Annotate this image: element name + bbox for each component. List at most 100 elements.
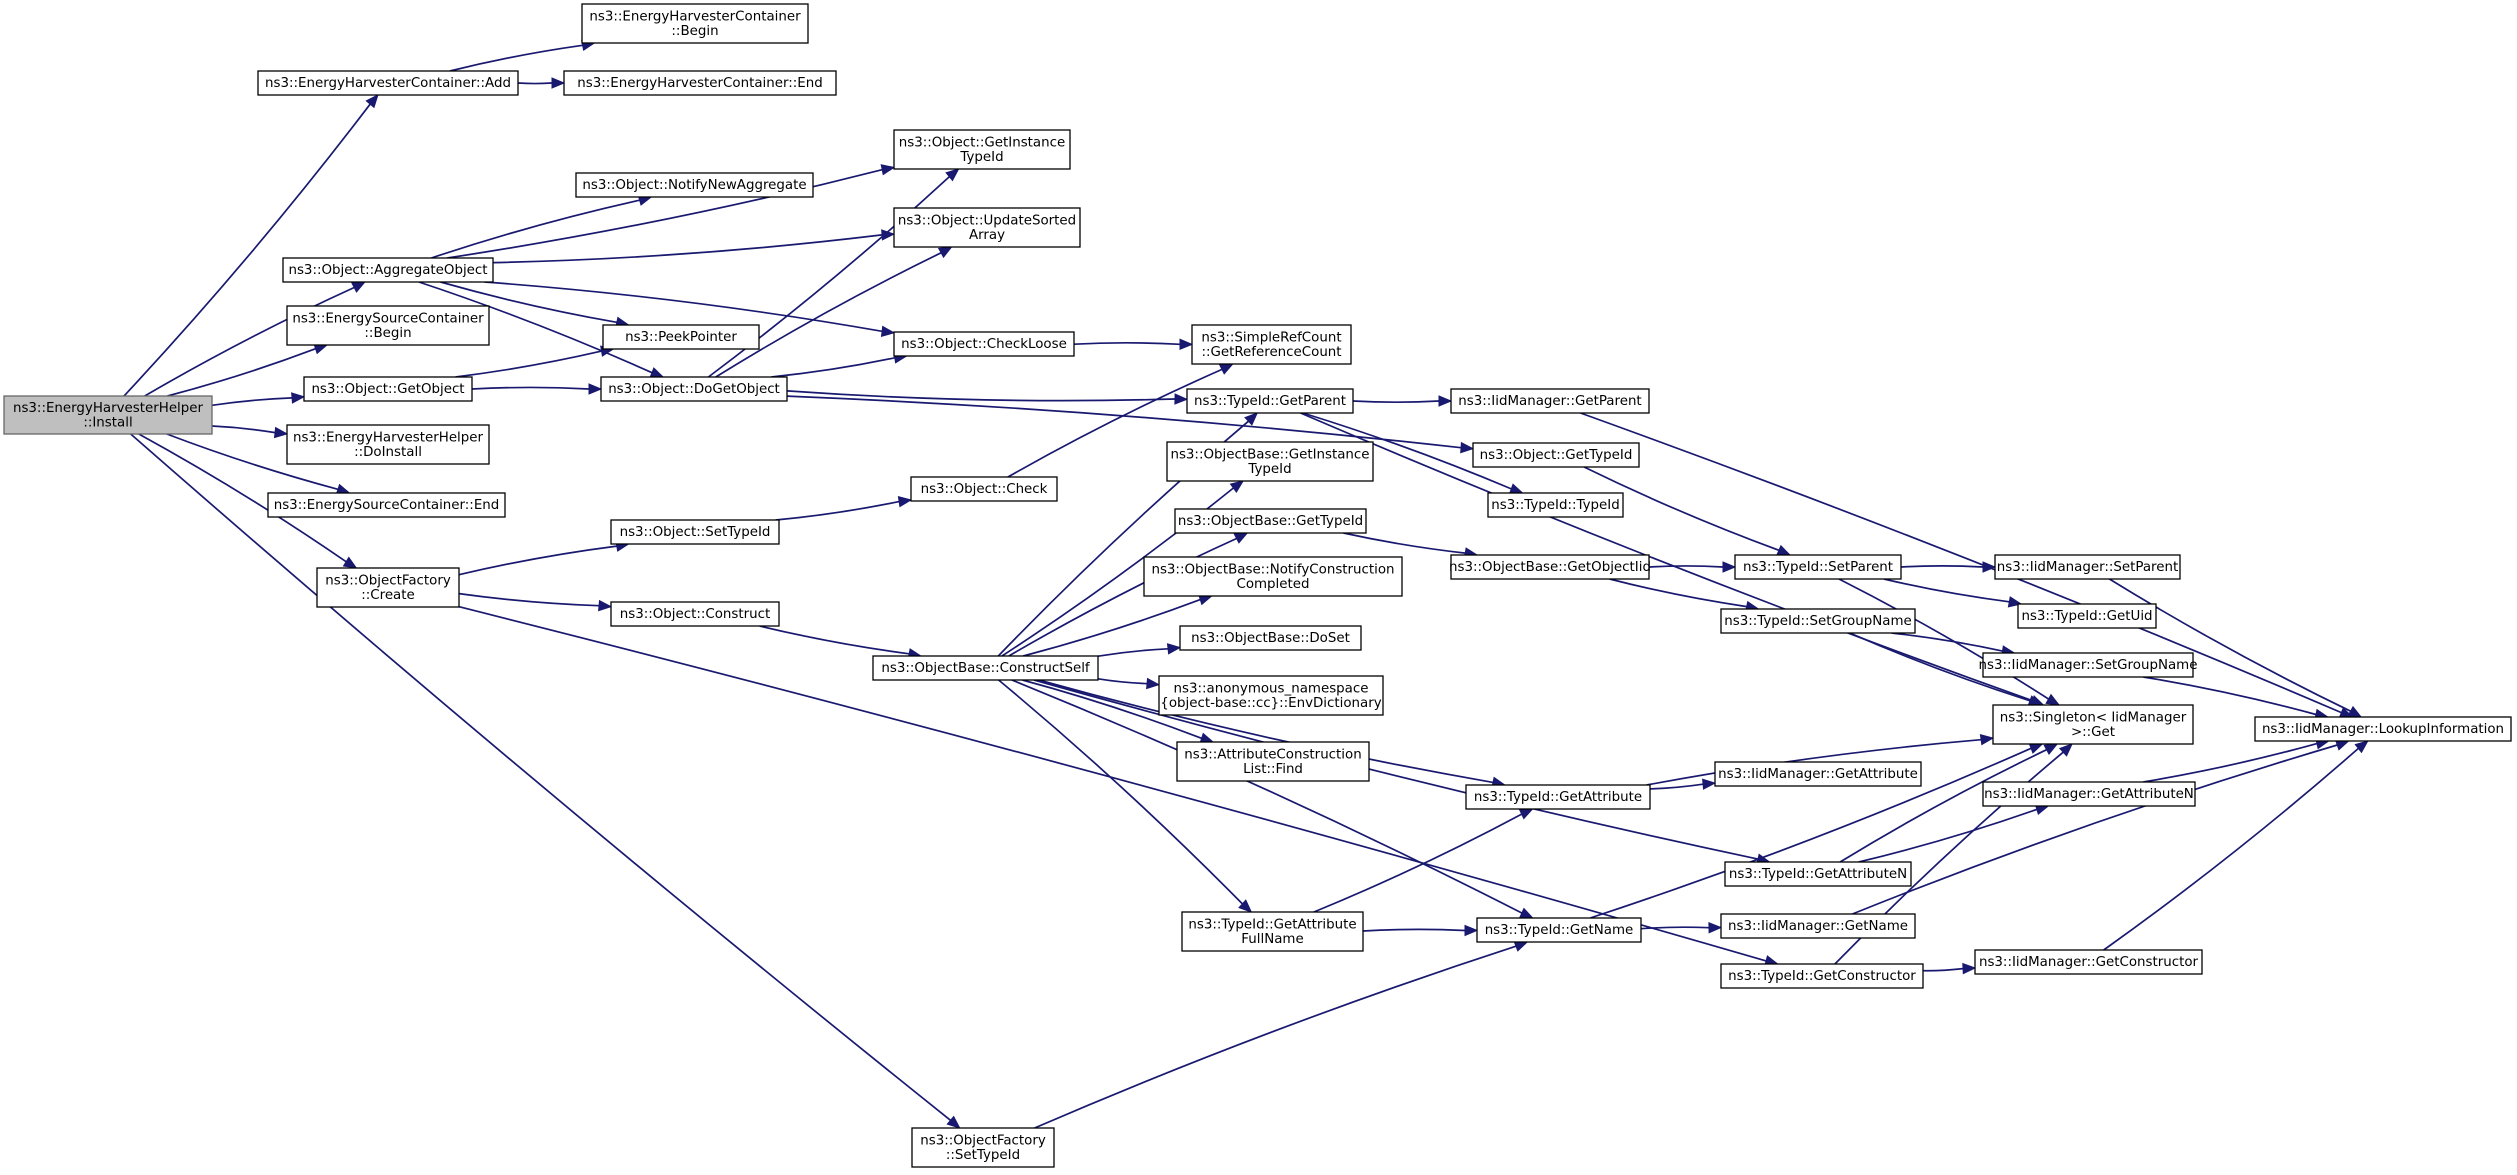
node-ehc_end[interactable]: ns3::EnergyHarvesterContainer::End: [563, 70, 837, 96]
node-obj_do_get_object[interactable]: ns3::Object::DoGetObject: [600, 376, 788, 402]
node-obj_get_object[interactable]: ns3::Object::GetObject: [303, 376, 473, 402]
node-box: [563, 70, 837, 96]
node-obj_aggregate[interactable]: ns3::Object::AggregateObject: [282, 257, 494, 283]
node-box: [1186, 388, 1354, 414]
arrowhead-obj_get_typeid-to-typeid_set_parent: [1776, 544, 1792, 556]
node-label-line: ns3::anonymous_namespace: [1174, 681, 1369, 696]
node-label-line: ns3::Object::UpdateSorted: [898, 213, 1076, 228]
node-box: [581, 3, 809, 44]
node-box: [575, 172, 814, 198]
node-objfactory_create[interactable]: ns3::ObjectFactory::Create: [316, 567, 460, 608]
node-box: [1174, 508, 1367, 534]
node-objfactory_set_typeid[interactable]: ns3::ObjectFactory::SetTypeId: [911, 1127, 1055, 1168]
node-anon_env_dictionary[interactable]: ns3::anonymous_namespace{object-base::cc…: [1158, 675, 1384, 716]
node-iid_get_parent[interactable]: ns3::IidManager::GetParent: [1450, 388, 1650, 414]
node-label-line: >::Get: [2071, 725, 2115, 740]
node-typeid_get_attribute[interactable]: ns3::TypeId::GetAttribute: [1465, 784, 1651, 810]
node-label-line: Completed: [1236, 577, 1309, 592]
node-label-line: ns3::Object::CheckLoose: [901, 337, 1067, 352]
edge-obj_do_get_object-to-obj_get_typeid: [786, 395, 1462, 449]
node-objbase_notify_construction_completed[interactable]: ns3::ObjectBase::NotifyConstructionCompl…: [1143, 556, 1403, 597]
node-typeid_set_group_name[interactable]: ns3::TypeId::SetGroupName: [1720, 608, 1916, 634]
node-label-line: ns3::TypeId::GetAttributeN: [1729, 867, 1907, 882]
node-box: [1181, 911, 1364, 952]
node-iid_set_group_name[interactable]: ns3::IidManager::SetGroupName: [1979, 652, 2198, 678]
node-iid_get_constructor[interactable]: ns3::IidManager::GetConstructor: [1974, 949, 2203, 975]
node-src_get_reference_count[interactable]: ns3::SimpleRefCount::GetReferenceCount: [1191, 324, 1352, 365]
arrowhead-obj_get_object-to-obj_do_get_object: [588, 383, 603, 395]
edge-typeid_get_parent-to-typeid_typeid: [1302, 412, 1512, 490]
node-obj_notify_new_aggregate[interactable]: ns3::Object::NotifyNewAggregate: [575, 172, 814, 198]
node-peek_pointer[interactable]: ns3::PeekPointer: [602, 324, 760, 350]
node-objbase_do_set[interactable]: ns3::ObjectBase::DoSet: [1179, 625, 1362, 651]
node-iid_get_attribute_n[interactable]: ns3::IidManager::GetAttributeN: [1982, 781, 2196, 807]
node-objbase_get_object_iid[interactable]: ns3::ObjectBase::GetObjectIid: [1449, 554, 1651, 580]
node-label-line: ::DoInstall: [354, 445, 422, 460]
node-obj_construct[interactable]: ns3::Object::Construct: [610, 601, 780, 627]
node-singleton_get[interactable]: ns3::Singleton< IidManager>::Get: [1992, 704, 2194, 745]
node-box: [1714, 761, 1922, 787]
edge-obj_aggregate-to-obj_update_sorted_array: [492, 234, 883, 264]
node-label-line: ns3::TypeId::SetGroupName: [1724, 614, 1912, 629]
node-obj_check_loose[interactable]: ns3::Object::CheckLoose: [893, 331, 1075, 357]
edge-objbase_get_typeid-to-objbase_get_object_iid: [1343, 532, 1466, 554]
node-esc_begin[interactable]: ns3::EnergySourceContainer::Begin: [286, 305, 490, 346]
node-iid_get_name[interactable]: ns3::IidManager::GetName: [1720, 913, 1916, 939]
node-ehc_begin[interactable]: ns3::EnergyHarvesterContainer::Begin: [581, 3, 809, 44]
node-obj_set_typeid[interactable]: ns3::Object::SetTypeId: [610, 519, 780, 545]
edge-objbase_construct_self-to-typeid_get_name: [1011, 679, 1523, 914]
edge-typeid_get_name-to-singleton_get: [1589, 747, 2032, 919]
edge-objbase_construct_self-to-typeid_get_attribute_full_name: [998, 679, 1244, 905]
node-label-line: TypeId: [959, 150, 1003, 165]
edge-install-to-ehh_do_install: [211, 425, 276, 434]
node-label-line: ns3::EnergyHarvesterHelper: [13, 401, 204, 416]
arrowhead-typeid_get_attribute-to-singleton_get: [1979, 734, 1995, 746]
node-typeid_get_parent[interactable]: ns3::TypeId::GetParent: [1186, 388, 1354, 414]
node-objbase_construct_self[interactable]: ns3::ObjectBase::ConstructSelf: [872, 655, 1099, 681]
node-obj_get_typeid[interactable]: ns3::Object::GetTypeId: [1472, 442, 1640, 468]
node-box: [257, 70, 519, 96]
node-typeid_get_constructor[interactable]: ns3::TypeId::GetConstructor: [1720, 963, 1924, 989]
arrowhead-objbase_construct_self-to-objbase_do_set: [1166, 643, 1182, 655]
arrowhead-obj_aggregate-to-obj_check_loose: [880, 325, 896, 337]
node-box: [910, 476, 1058, 502]
node-typeid_set_parent[interactable]: ns3::TypeId::SetParent: [1734, 554, 1902, 580]
node-box: [1974, 949, 2203, 975]
node-ehc_add[interactable]: ns3::EnergyHarvesterContainer::Add: [257, 70, 519, 96]
node-typeid_get_name[interactable]: ns3::TypeId::GetName: [1476, 917, 1642, 943]
node-typeid_get_uid[interactable]: ns3::TypeId::GetUid: [2017, 603, 2157, 629]
arrowhead-typeid_get_parent-to-typeid_typeid: [1508, 483, 1524, 495]
arrowhead-ehc_add-to-ehc_end: [551, 77, 566, 89]
edge-install-to-ehc_add: [123, 103, 371, 397]
node-iid_set_parent[interactable]: ns3::IidManager::SetParent: [1994, 554, 2181, 580]
edge-obj_aggregate-to-peek_pointer: [440, 281, 617, 324]
edge-typeid_get_parent-to-iid_get_parent: [1352, 400, 1440, 404]
node-objbase_get_typeid[interactable]: ns3::ObjectBase::GetTypeId: [1174, 508, 1367, 534]
node-obj_check[interactable]: ns3::Object::Check: [910, 476, 1058, 502]
node-typeid_typeid[interactable]: ns3::TypeId::TypeId: [1487, 492, 1624, 518]
arrowhead-iid_get_constructor-to-iid_lookup_information: [2354, 740, 2369, 754]
node-box: [893, 207, 1081, 248]
node-typeid_get_attribute_n[interactable]: ns3::TypeId::GetAttributeN: [1724, 861, 1912, 887]
node-ehh_do_install[interactable]: ns3::EnergyHarvesterHelper::DoInstall: [286, 424, 490, 465]
edge-install-to-esc_begin: [167, 347, 316, 397]
node-label-line: ns3::IidManager::SetParent: [1997, 560, 2179, 575]
arrowhead-typeid_get_constructor-to-singleton_get: [2058, 743, 2073, 757]
node-iid_lookup_information[interactable]: ns3::IidManager::LookupInformation: [2254, 716, 2512, 742]
node-iid_get_attribute[interactable]: ns3::IidManager::GetAttribute: [1714, 761, 1922, 787]
node-esc_end[interactable]: ns3::EnergySourceContainer::End: [267, 492, 506, 518]
node-label-line: ns3::IidManager::LookupInformation: [2262, 722, 2504, 737]
node-box: [1176, 741, 1370, 782]
edge-objbase_construct_self-to-typeid_get_attribute_n: [1033, 679, 1759, 860]
node-box: [602, 324, 760, 350]
node-box: [3, 395, 213, 435]
node-install[interactable]: ns3::EnergyHarvesterHelper::Install: [3, 395, 213, 435]
node-label-line: ::Begin: [364, 326, 411, 341]
edge-install-to-esc_end: [166, 433, 339, 491]
